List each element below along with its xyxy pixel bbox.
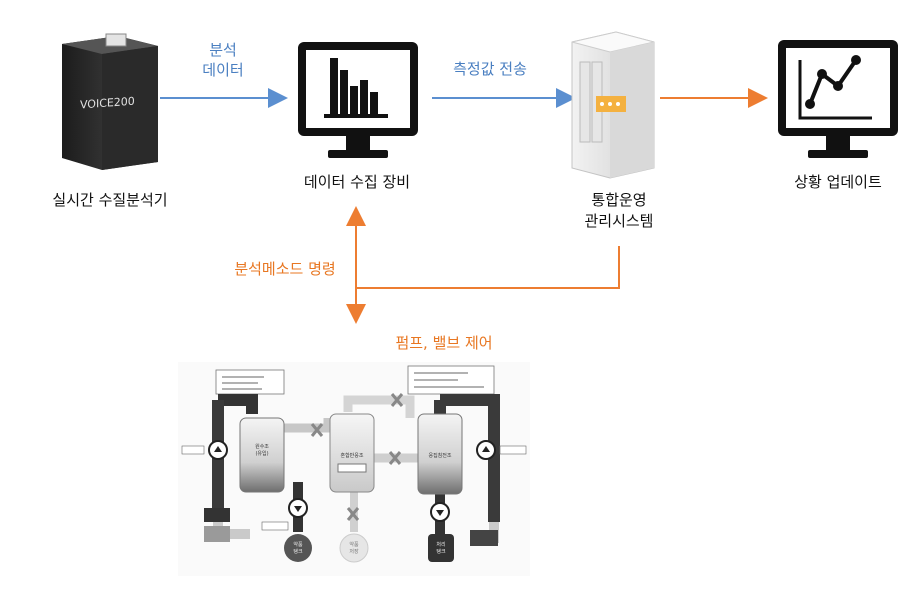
drum-left [284, 534, 312, 562]
pump-mid [261, 498, 308, 531]
analyzer-label: 실시간 수질분석기 [52, 191, 168, 209]
tank-right [417, 413, 463, 495]
svg-text:응집침전조: 응집침전조 [428, 452, 451, 459]
connector-server-command [356, 246, 620, 289]
drum-mid [339, 533, 369, 563]
svg-text:약품: 약품 [349, 541, 359, 548]
svg-text:원수조: 원수조 [255, 443, 269, 450]
svg-text:(유입): (유입) [255, 450, 268, 457]
edge-label-analysis-data: 분석 데이터 [188, 40, 258, 80]
edge-label-method-command: 분석메소드 명령 [234, 260, 336, 278]
svg-text:약품: 약품 [293, 541, 303, 548]
tank-left [239, 417, 285, 493]
drum-right [428, 534, 454, 562]
svg-text:탱크: 탱크 [293, 548, 303, 555]
info-box-left [215, 369, 285, 395]
device-brand-text: VOICE200 [80, 95, 135, 112]
server-label-line1: 통합운영 [591, 191, 647, 209]
svg-text:저장: 저장 [349, 548, 359, 555]
line-chart-monitor-icon [778, 40, 898, 158]
collector-label: 데이터 수집 장비 [303, 173, 411, 191]
server-label: 통합운영 관리시스템 [544, 190, 694, 232]
server-label-line2: 관리시스템 [584, 212, 654, 230]
pump-right-top [476, 440, 527, 460]
process-flow-diagram: 원수조 (유입) 혼합반응조 응집침전조 약품 탱크 약품 저장 처리 탱크 [178, 362, 530, 576]
pump-right-bottom [430, 502, 450, 522]
svg-text:탱크: 탱크 [436, 548, 446, 555]
edge-label-transmit: 측정값 전송 [453, 60, 527, 78]
svg-text:처리: 처리 [436, 541, 445, 548]
edge-label-analysis-line2: 데이터 [202, 61, 244, 79]
bar-chart-monitor-icon [298, 42, 418, 158]
water-analyzer-icon: VOICE200 [62, 33, 158, 170]
server-tower-icon [571, 31, 655, 179]
edge-label-analysis-line1: 분석 [209, 41, 237, 59]
svg-text:혼합반응조: 혼합반응조 [340, 452, 363, 459]
pump-left [181, 440, 228, 460]
dashboard-label: 상황 업데이트 [794, 173, 882, 191]
edge-label-pump-valve: 펌프, 밸브 제어 [395, 334, 493, 352]
